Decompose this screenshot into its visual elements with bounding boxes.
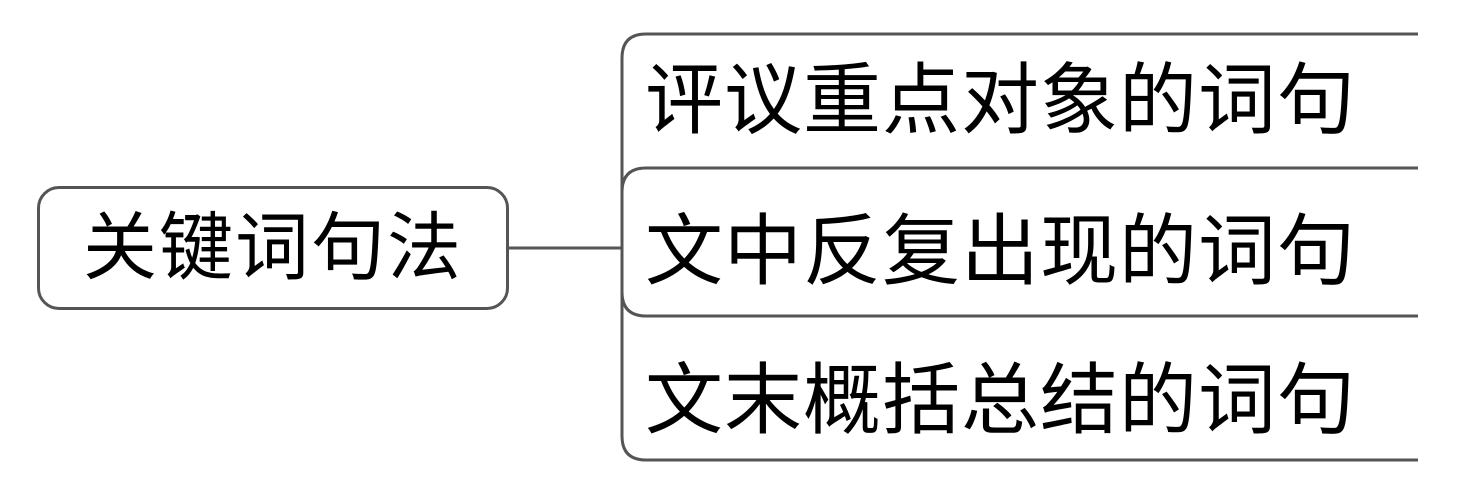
branch-label: 评议重点对象的词句 (645, 56, 1357, 146)
branch-3-bracket (620, 248, 1418, 462)
branch-item-1: 评议重点对象的词句 (645, 62, 1356, 140)
branch-label: 文末概括总结的词句 (645, 356, 1357, 446)
root-label: 关键词句法 (83, 205, 463, 291)
root-node: 关键词句法 (37, 186, 509, 310)
branch-2-bracket (620, 166, 1418, 318)
branch-item-2: 文中反复出现的词句 (645, 213, 1356, 291)
branch-1-bracket (620, 32, 1418, 248)
branch-item-3: 文末概括总结的词句 (645, 362, 1356, 440)
branch-label: 文中反复出现的词句 (645, 207, 1357, 297)
